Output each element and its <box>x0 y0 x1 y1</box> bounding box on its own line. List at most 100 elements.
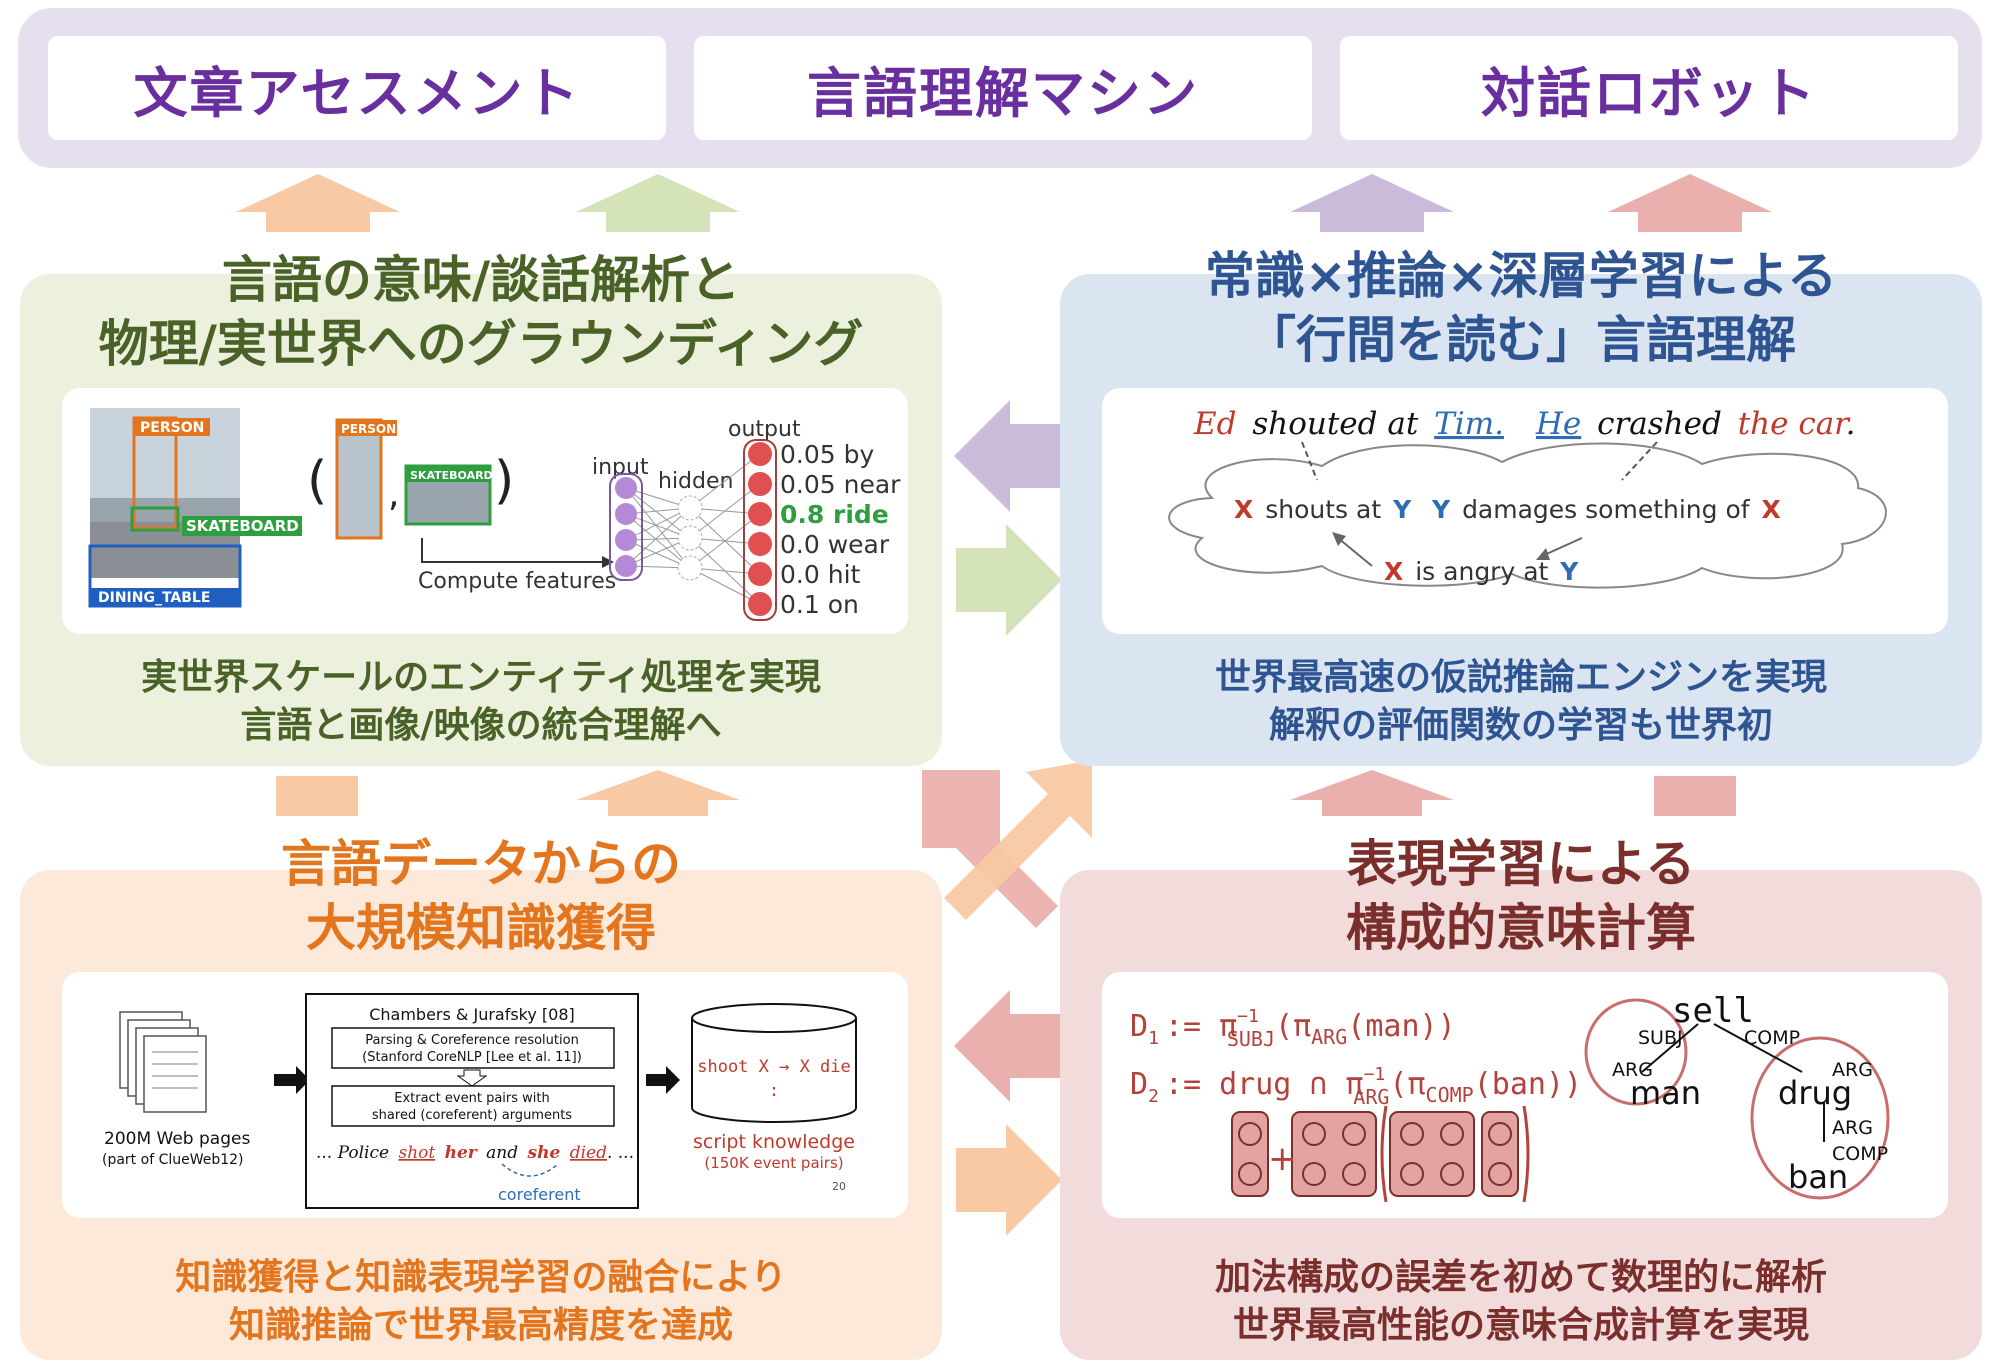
rule-damages: Y damages something of X <box>1431 495 1781 524</box>
rule-shouts-at: X shouts at Y <box>1234 495 1412 524</box>
knowledge-db-icon <box>691 1003 857 1123</box>
output-node <box>748 532 772 556</box>
step-parsing: Parsing & Coreference resolution <box>365 1033 579 1048</box>
label-dining-table: DINING_TABLE <box>98 590 210 606</box>
svg-text:0.0 wear: 0.0 wear <box>780 530 890 559</box>
input-node <box>615 503 637 525</box>
tree-drug: drug <box>1778 1074 1852 1112</box>
up-bar-pink-mid <box>1654 776 1736 816</box>
script-knowledge-label: script knowledge <box>693 1131 855 1153</box>
up-arrow-pink-mid <box>1290 770 1454 816</box>
up-arrow-pink-top <box>1608 174 1772 232</box>
grounding-figure: PERSON SKATEBOARD DINING_TABLE ( PERSON … <box>88 408 901 621</box>
hidden-node <box>677 495 703 521</box>
left-arrow-purple <box>954 400 1060 512</box>
right-arrow-green <box>956 524 1062 636</box>
tree-man: man <box>1630 1074 1701 1112</box>
pipeline-reference: Chambers & Jurafsky [08] <box>369 1005 575 1024</box>
output-labels: 0.05 by 0.05 near 0.8 ride 0.0 wear 0.0 … <box>780 440 901 619</box>
web-pages-icon <box>119 1011 207 1113</box>
coreferent-label: coreferent <box>498 1185 581 1204</box>
knowledge-footer-line2: 知識推論で世界最高精度を達成 <box>228 1305 733 1346</box>
label-skateboard-small: SKATEBOARD <box>410 469 493 482</box>
knowledge-footer-line1: 知識獲得と知識表現学習の融合により <box>175 1257 787 1298</box>
grounding-footer-line1: 実世界スケールのエンティティ処理を実現 <box>141 657 821 698</box>
parse-tree: sell SUBJ COMP ARG man ARG drug ARG COMP… <box>1584 991 1890 1200</box>
compositional-footer: 加法構成の誤差を初めて数理的に解析 世界最高性能の意味合成計算を実現 <box>1060 1254 1982 1350</box>
label-skateboard: SKATEBOARD <box>186 517 299 535</box>
goal-box-text-assessment: 文章アセスメント <box>48 36 666 140</box>
grounding-title: 言語の意味/談話解析と 物理/実世界へのグラウンディング <box>20 248 942 376</box>
label-input: input <box>592 455 649 480</box>
input-node <box>615 529 637 551</box>
svg-text:0.1 on: 0.1 on <box>780 590 859 619</box>
tree-comp: COMP <box>1744 1027 1800 1049</box>
grounding-title-line2: 物理/実世界へのグラウンディング <box>98 315 864 373</box>
hidden-node <box>677 525 703 551</box>
tree-ban: ban <box>1788 1158 1848 1196</box>
knowledge-figure: 200M Web pages (part of ClueWeb12) Chamb… <box>102 993 857 1209</box>
rule-angry-at: X is angry at Y <box>1384 557 1579 586</box>
commonsense-footer-line2: 解釈の評価関数の学習も世界初 <box>1268 705 1773 746</box>
compositional-title-line1: 表現学習による <box>1346 835 1696 893</box>
up-arrow-orange-top <box>236 174 400 232</box>
input-node <box>615 477 637 499</box>
skateboard-box <box>130 506 180 532</box>
tree-sell: sell <box>1672 991 1754 1031</box>
vector-blocks <box>1231 1111 1519 1197</box>
step-extract-args: shared (coreferent) arguments <box>372 1108 572 1123</box>
compositional-title: 表現学習による 構成的意味計算 <box>1060 832 1982 960</box>
tree-arg2: ARG <box>1832 1059 1873 1081</box>
knowledge-title-line1: 言語データからの <box>281 835 681 893</box>
tree-subj: SUBJ <box>1638 1027 1683 1049</box>
commonsense-footer-line1: 世界最高速の仮説推論エンジンを実現 <box>1214 657 1827 698</box>
label-compute-features: Compute features <box>418 569 616 594</box>
label-person-small: PERSON <box>341 422 396 436</box>
knowledge-footer: 知識獲得と知識表現学習の融合により 知識推論で世界最高精度を達成 <box>20 1254 942 1350</box>
web-pages-count: 200M Web pages <box>104 1129 250 1149</box>
knowledge-title: 言語データからの 大規模知識獲得 <box>20 832 942 960</box>
script-example: shoot X → X die <box>697 1057 851 1077</box>
output-node <box>748 592 772 616</box>
paren-close: ) <box>494 451 514 511</box>
output-node <box>748 562 772 586</box>
person-crop <box>335 418 383 540</box>
script-ellipsis: : <box>769 1081 779 1101</box>
grounding-title-line1: 言語の意味/談話解析と <box>221 251 741 309</box>
knowledge-cloud <box>1168 442 1887 589</box>
compositional-title-line2: 構成的意味計算 <box>1346 899 1696 957</box>
goal-box-language-machine: 言語理解マシン <box>694 36 1312 140</box>
tree-arg1: ARG <box>1612 1059 1653 1081</box>
example-sentence: ... Police shot her and she died. ... <box>316 1143 634 1163</box>
commonsense-title: 常識×推論×深層学習による 「行間を読む」言語理解 <box>1060 244 1982 372</box>
commonsense-footer: 世界最高速の仮説推論エンジンを実現 解釈の評価関数の学習も世界初 <box>1060 654 1982 750</box>
commonsense-title-line1: 常識×推論×深層学習による <box>1204 247 1838 305</box>
svg-text:0.05 by: 0.05 by <box>780 440 874 469</box>
output-node <box>748 442 772 466</box>
up-arrow-orange-mid <box>576 770 740 816</box>
step-extract: Extract event pairs with <box>394 1091 550 1106</box>
compositional-footer-line2: 世界最高性能の意味合成計算を実現 <box>1232 1305 1809 1346</box>
web-pages-sub: (part of ClueWeb12) <box>102 1152 244 1168</box>
tree-arg3: ARG <box>1832 1117 1873 1139</box>
up-bar-orange-mid <box>276 776 358 816</box>
svg-text:0.0 hit: 0.0 hit <box>780 560 861 589</box>
label-person: PERSON <box>140 420 204 436</box>
svg-text:Ed shouted at Tim.: Ed shouted at Tim. He crashed the car. <box>1193 406 1855 442</box>
paren-open: ( <box>307 451 327 511</box>
up-arrow-purple-top <box>1290 174 1454 232</box>
step-parsing-tool: (Stanford CoreNLP [Lee et al. 11]) <box>362 1050 582 1065</box>
commonsense-title-line2: 「行間を読む」言語理解 <box>1246 311 1796 369</box>
page-number: 20 <box>832 1180 846 1193</box>
rules: X shouts at Y Y damages something of X X… <box>1234 495 1781 586</box>
up-arrow-green-top <box>576 174 740 232</box>
output-node <box>748 502 772 526</box>
comma: , <box>388 474 399 515</box>
svg-text:0.8 ride: 0.8 ride <box>780 500 889 529</box>
grounding-footer: 実世界スケールのエンティティ処理を実現 言語と画像/映像の統合理解へ <box>20 654 942 750</box>
svg-text:0.05 near: 0.05 near <box>780 470 901 499</box>
